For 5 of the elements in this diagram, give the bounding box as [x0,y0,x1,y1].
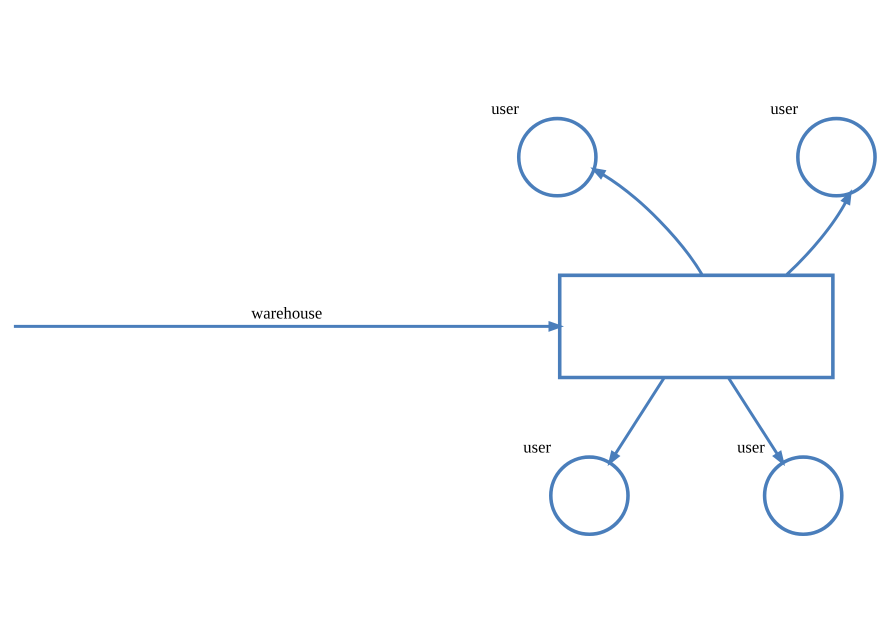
node-label: user [523,437,551,456]
edge-label: warehouse [251,302,322,322]
node-label: user [491,98,519,118]
node-label: user [770,98,798,118]
node-label: user [737,437,765,456]
